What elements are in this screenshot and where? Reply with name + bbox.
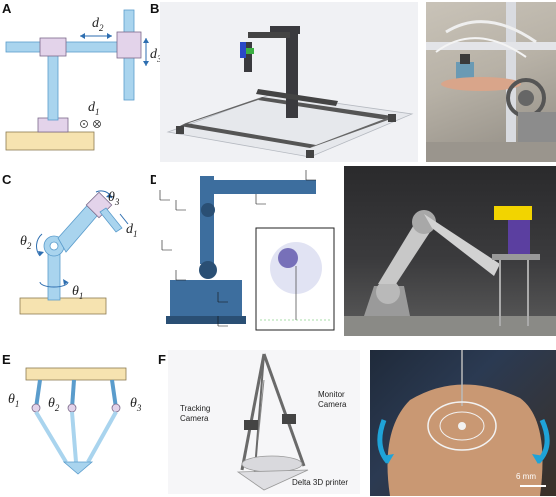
delta-printer-render xyxy=(168,350,360,494)
label-theta2-e: θ2 xyxy=(48,396,60,413)
label-d3: d3 xyxy=(150,47,162,64)
scale-bar-label: 6 mm xyxy=(516,472,536,481)
panel-letter-b: B xyxy=(150,1,160,16)
panel-letter-f: F xyxy=(158,352,166,367)
callout-monitor-camera: Monitor Camera xyxy=(318,390,347,409)
panel-letter-c: C xyxy=(2,172,12,187)
robot-arm-kinematics-diagram xyxy=(156,170,342,334)
panel-letter-e: E xyxy=(2,352,11,367)
label-theta2-c: θ2 xyxy=(20,234,32,251)
label-theta1-e: θ1 xyxy=(8,392,20,409)
label-d2: d2 xyxy=(92,16,104,33)
label-d1-c: d1 xyxy=(126,222,138,239)
panel-letter-a: A xyxy=(2,1,12,16)
gantry-robot-render xyxy=(160,2,418,162)
label-theta3-c: θ3 xyxy=(108,190,120,207)
robot-arm-photo xyxy=(344,166,556,336)
hand-printing-photo: 6 mm xyxy=(370,350,556,496)
callout-delta-3d-printer: Delta 3D printer xyxy=(292,478,349,487)
delta-robot-schematic xyxy=(25,367,127,475)
callout-tracking-camera: Tracking Camera xyxy=(180,404,211,423)
label-theta1-c: θ1 xyxy=(72,284,84,301)
label-theta3-e: θ3 xyxy=(130,396,142,413)
articulated-arm-schematic xyxy=(19,190,129,315)
cartesian-robot-schematic xyxy=(5,9,149,151)
panel-letter-d: D xyxy=(150,172,160,187)
label-d1: d1 xyxy=(88,100,100,117)
gantry-robot-photo xyxy=(426,2,556,162)
